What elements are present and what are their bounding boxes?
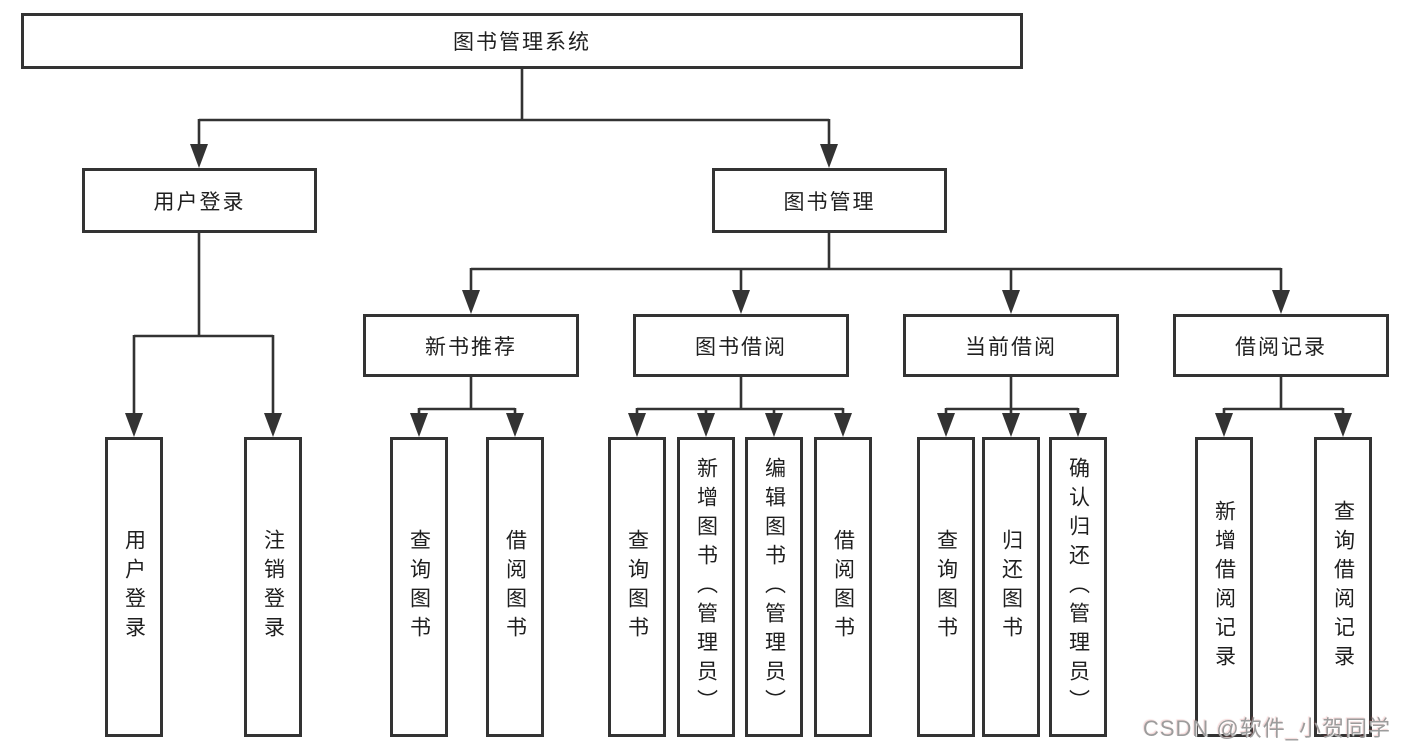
leaf-borrow-borrow-label: 借阅图书 xyxy=(831,529,855,645)
node-root: 图书管理系统 xyxy=(21,13,1023,69)
leaf-user-login-label: 用户登录 xyxy=(122,529,146,645)
leaf-borrow-query-label: 查询图书 xyxy=(625,529,649,645)
leaf-record-query-label: 查询借阅记录 xyxy=(1331,500,1355,674)
node-book-management-label: 图书管理 xyxy=(783,190,876,214)
node-new-book-recommend-label: 新书推荐 xyxy=(425,335,517,359)
leaf-current-query: 查询图书 xyxy=(917,437,975,737)
node-borrow-records-label: 借阅记录 xyxy=(1235,335,1327,359)
leaf-current-query-label: 查询图书 xyxy=(934,529,958,645)
node-book-management: 图书管理 xyxy=(712,168,947,233)
leaf-newbook-query: 查询图书 xyxy=(390,437,448,737)
leaf-user-login: 用户登录 xyxy=(105,437,163,737)
leaf-borrow-query: 查询图书 xyxy=(608,437,666,737)
csdn-watermark: CSDN @软件_小贺同学 xyxy=(1142,716,1391,741)
node-new-book-recommend: 新书推荐 xyxy=(363,314,579,377)
leaf-newbook-borrow-label: 借阅图书 xyxy=(503,529,527,645)
node-user-login: 用户登录 xyxy=(82,168,317,233)
leaf-current-confirm-admin: 确认归还（管理员） xyxy=(1049,437,1107,737)
node-borrow-records: 借阅记录 xyxy=(1173,314,1389,377)
leaf-current-return-label: 归还图书 xyxy=(999,529,1023,645)
node-book-borrow: 图书借阅 xyxy=(633,314,849,377)
leaf-borrow-borrow: 借阅图书 xyxy=(814,437,872,737)
node-book-borrow-label: 图书借阅 xyxy=(695,335,787,359)
leaf-borrow-add-admin-label: 新增图书（管理员） xyxy=(694,456,718,718)
node-root-label: 图书管理系统 xyxy=(453,31,591,54)
leaf-record-add: 新增借阅记录 xyxy=(1195,437,1253,737)
leaf-logout-label: 注销登录 xyxy=(261,529,285,645)
leaf-record-add-label: 新增借阅记录 xyxy=(1212,500,1236,674)
leaf-borrow-edit-admin-label: 编辑图书（管理员） xyxy=(762,456,786,718)
node-current-borrow-label: 当前借阅 xyxy=(965,335,1057,359)
leaf-newbook-query-label: 查询图书 xyxy=(407,529,431,645)
leaf-current-confirm-admin-label: 确认归还（管理员） xyxy=(1066,456,1090,718)
node-current-borrow: 当前借阅 xyxy=(903,314,1119,377)
node-user-login-label: 用户登录 xyxy=(153,190,246,214)
leaf-borrow-edit-admin: 编辑图书（管理员） xyxy=(745,437,803,737)
leaf-record-query: 查询借阅记录 xyxy=(1314,437,1372,737)
leaf-logout: 注销登录 xyxy=(244,437,302,737)
leaf-newbook-borrow: 借阅图书 xyxy=(486,437,544,737)
leaf-borrow-add-admin: 新增图书（管理员） xyxy=(677,437,735,737)
leaf-current-return: 归还图书 xyxy=(982,437,1040,737)
